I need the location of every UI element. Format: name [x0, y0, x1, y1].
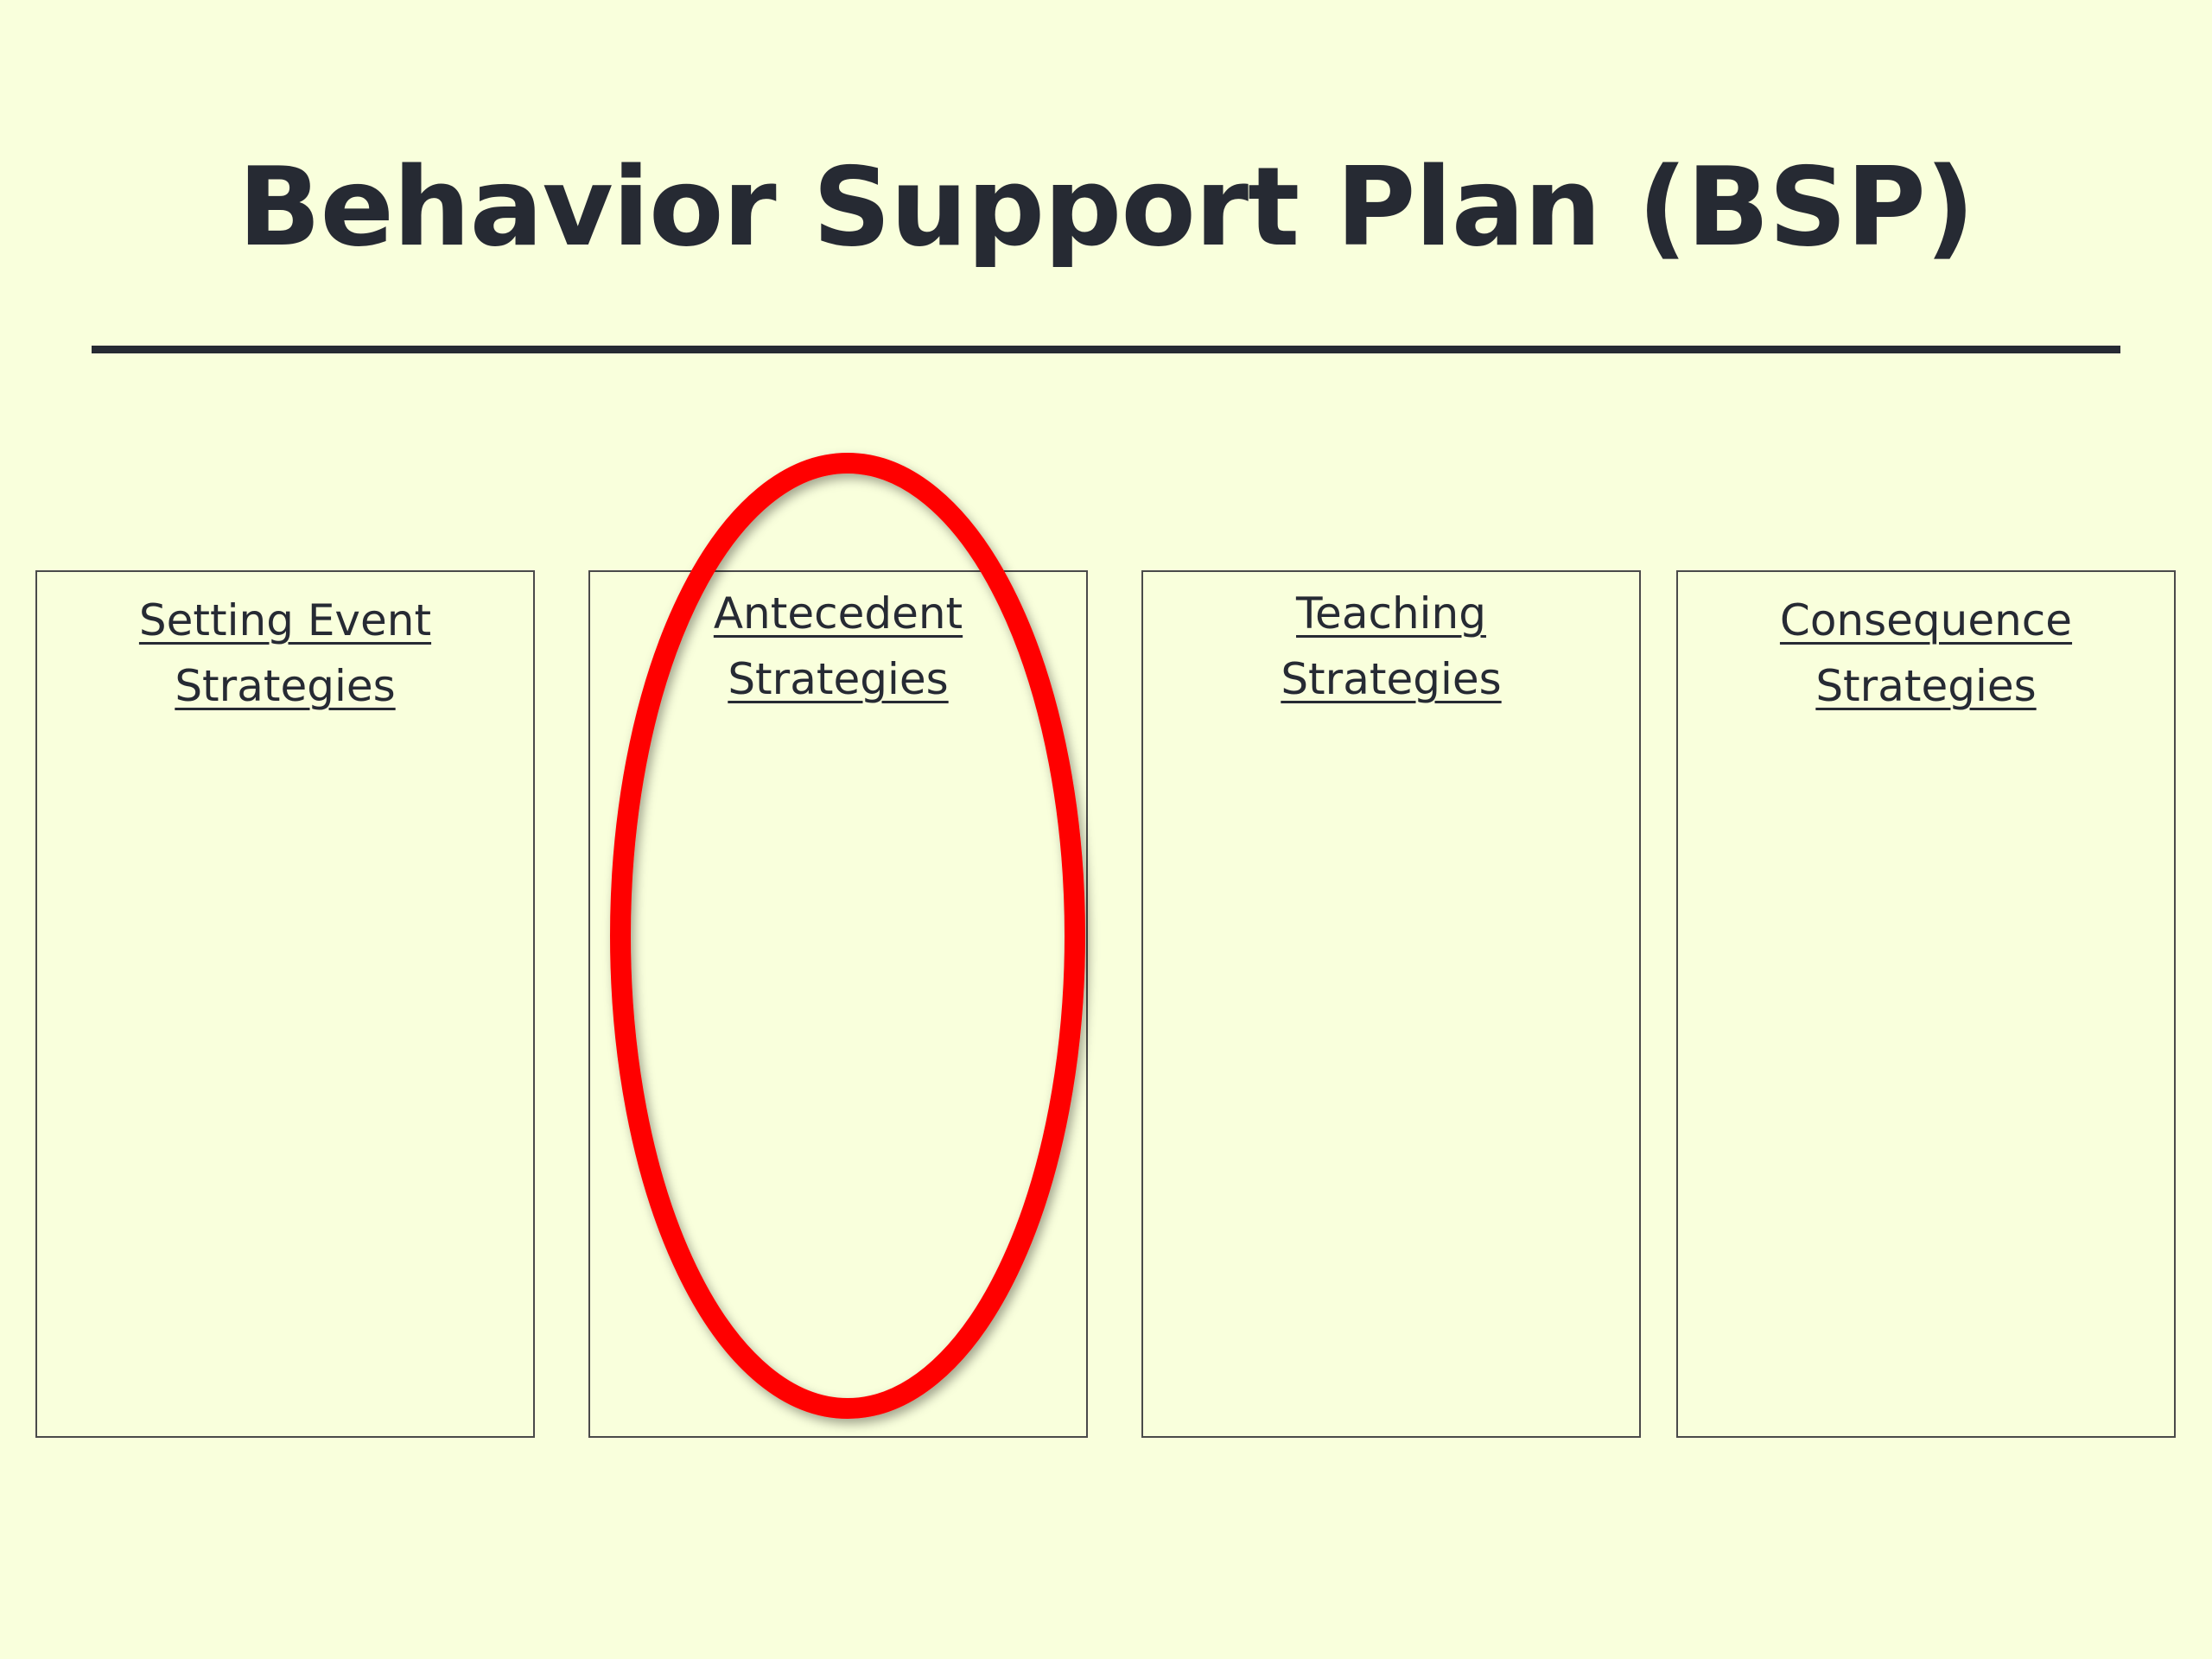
- column-setting-event-strategies: Setting Event Strategies: [35, 570, 535, 1438]
- column-heading-line: Setting Event: [138, 595, 432, 645]
- title-divider: [92, 346, 2120, 353]
- column-heading-line: Consequence: [1779, 595, 2073, 645]
- column-heading-line: Strategies: [728, 654, 949, 704]
- column-heading-line: Strategies: [1815, 661, 2037, 711]
- column-heading-consequence: Consequence Strategies: [1678, 572, 2174, 719]
- column-heading-teaching: Teaching Strategies: [1143, 572, 1639, 712]
- column-heading-line: Antecedent: [713, 588, 963, 639]
- column-heading-line: Strategies: [1281, 654, 1502, 704]
- slide-title: Behavior Support Plan (BSP): [238, 143, 1974, 270]
- column-heading-setting-event: Setting Event Strategies: [37, 572, 533, 719]
- column-teaching-strategies: Teaching Strategies: [1141, 570, 1641, 1438]
- column-heading-line: Strategies: [175, 661, 396, 711]
- column-heading-line: Teaching: [1296, 588, 1486, 639]
- column-consequence-strategies: Consequence Strategies: [1676, 570, 2176, 1438]
- column-antecedent-strategies: Antecedent Strategies: [588, 570, 1088, 1438]
- column-heading-antecedent: Antecedent Strategies: [590, 572, 1086, 712]
